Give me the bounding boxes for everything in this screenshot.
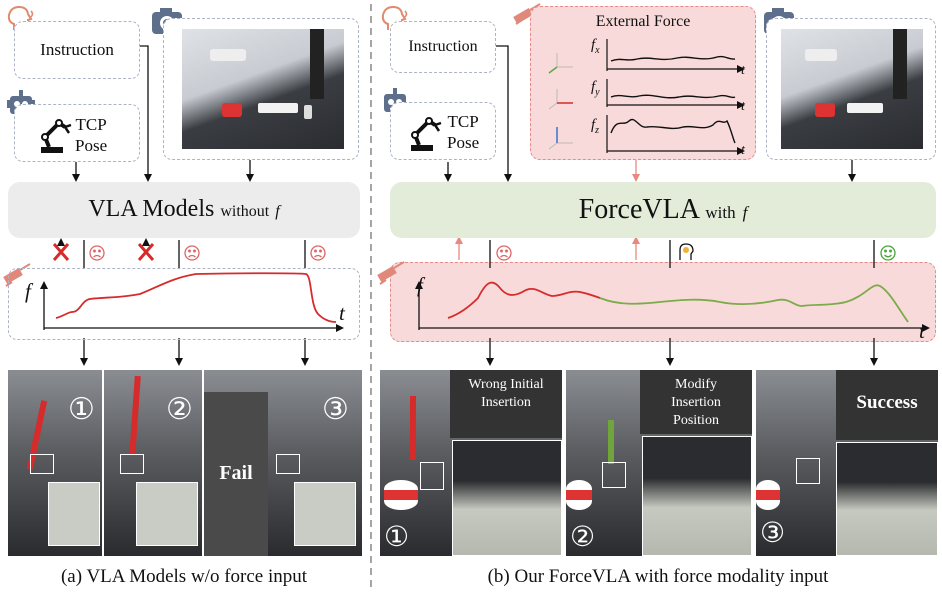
- callout-2-text: Modify Insertion Position: [671, 377, 721, 428]
- force-gauge-icon: [377, 261, 405, 285]
- vla-model-sym: f: [275, 203, 280, 220]
- vla-model-box: VLA Models without f: [8, 182, 360, 238]
- left-step-1-number: ①: [68, 392, 95, 427]
- right-step-2-photo: Modify Insertion Position ②: [566, 370, 752, 556]
- fz-label: fz: [591, 117, 600, 136]
- tcp-line-2: Pose: [75, 136, 108, 155]
- left-step-2-photo: ②: [104, 370, 202, 556]
- external-force-plots: [548, 39, 745, 155]
- right-step-3-number: ③: [760, 516, 786, 549]
- right-caption: (b) Our ForceVLA with force modality inp…: [487, 566, 829, 587]
- fx-t-label: t: [741, 63, 745, 78]
- left-step-3-number: ③: [322, 392, 349, 427]
- sad-face-icon: [496, 245, 512, 261]
- fy-label: fy: [591, 79, 600, 98]
- fail-panel: Fail: [204, 392, 268, 556]
- instruction-box: Instruction: [14, 21, 140, 79]
- forcevla-model-label: ForceVLA with f: [390, 194, 936, 226]
- left-step-3-photo: Fail ③: [204, 370, 362, 556]
- right-force-curve-green: [599, 284, 909, 323]
- right-force-curve-red: [447, 281, 601, 319]
- instruction-label: Instruction: [40, 40, 114, 59]
- forcevla-model-main: ForceVLA: [578, 194, 699, 225]
- vla-model-main: VLA Models: [88, 196, 215, 222]
- fz-t-label: t: [741, 143, 745, 158]
- instruction-label-r: Instruction: [408, 38, 478, 55]
- observation-photo-r: [781, 29, 923, 149]
- red-cross-icon: [137, 238, 155, 261]
- left-force-curve: [55, 272, 337, 323]
- tcp-pose-box-r: TCP Pose: [390, 102, 496, 160]
- instruction-box-r: Instruction: [390, 21, 496, 73]
- vla-model-label: VLA Models without f: [8, 196, 360, 223]
- smile-face-icon: [880, 245, 896, 261]
- fy-t-label: t: [741, 99, 745, 114]
- callout-2-box: Modify Insertion Position: [640, 370, 752, 434]
- callout-3-text: Success: [856, 392, 918, 413]
- tcp-line-1-r: TCP: [447, 112, 479, 131]
- tcp-line-2-r: Pose: [447, 133, 480, 152]
- right-step-1-photo: Wrong Initial Insertion ①: [380, 370, 562, 556]
- left-force-y-label: f: [25, 279, 31, 303]
- left-step-1-photo: ①: [8, 370, 102, 556]
- tcp-pose-label: TCP Pose: [75, 114, 107, 156]
- x-axis-indicator: [548, 66, 558, 74]
- forcevla-model-sub: with: [705, 203, 736, 222]
- thinking-face-icon: [679, 243, 694, 260]
- speaker-head-icon: [381, 5, 408, 30]
- tcp-line-1: TCP: [75, 115, 107, 134]
- speaker-head-icon: [7, 5, 34, 30]
- observation-photo: [182, 29, 344, 149]
- external-force-title: External Force: [595, 13, 691, 30]
- left-caption: (a) VLA Models w/o force input: [60, 566, 308, 587]
- callout-1-box: Wrong Initial Insertion: [450, 370, 562, 438]
- observation-image-box-r: [766, 18, 936, 160]
- tcp-pose-label-r: TCP Pose: [447, 111, 479, 153]
- tcp-pose-box: TCP Pose: [14, 104, 140, 162]
- observation-image-box: [163, 18, 359, 160]
- fail-label: Fail: [219, 462, 253, 484]
- arrow-instruction-to-model-r: [496, 45, 512, 182]
- red-cross-icon: [52, 238, 70, 261]
- sad-face-icon: [310, 245, 326, 261]
- callout-3-box: Success: [836, 370, 938, 440]
- sad-face-icon: [184, 245, 200, 261]
- right-step-2-number: ②: [570, 520, 596, 553]
- vla-model-sub: without: [220, 203, 270, 220]
- callout-1-text: Wrong Initial Insertion: [468, 377, 544, 410]
- robot-arm-icon: [41, 119, 72, 153]
- right-step-1-number: ①: [384, 520, 410, 553]
- left-force-plot: f t: [8, 268, 360, 340]
- fx-label: fx: [591, 37, 600, 56]
- robot-arm-icon: [411, 117, 442, 151]
- right-step-3-photo: Success ③: [756, 370, 938, 556]
- forcevla-model-box: ForceVLA with f: [390, 182, 936, 238]
- forcevla-model-sym: f: [742, 203, 748, 222]
- left-force-x-label: t: [339, 301, 345, 325]
- left-step-2-number: ②: [166, 392, 193, 427]
- external-force-panel: External Force fx fy fz t t t: [530, 6, 756, 160]
- arrow-instruction-to-model: [140, 45, 152, 182]
- sad-face-icon: [89, 245, 105, 261]
